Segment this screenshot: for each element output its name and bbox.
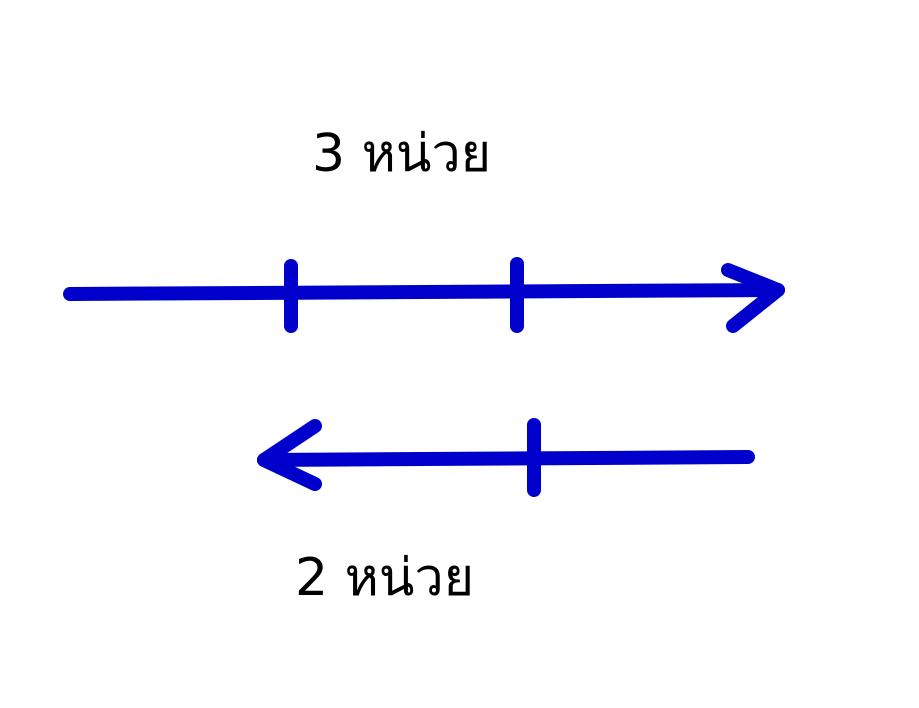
arrow-left-head xyxy=(257,419,322,491)
arrow-left-shaft xyxy=(257,450,755,467)
label-three-units: 3 หน่วย xyxy=(312,124,492,184)
arrow-left-2-units xyxy=(257,418,755,497)
label-two-units: 2 หน่วย xyxy=(295,548,475,608)
arrow-right-head xyxy=(721,263,785,333)
arrow-right-shaft xyxy=(63,283,785,301)
arrow-right-3-units xyxy=(63,257,785,333)
